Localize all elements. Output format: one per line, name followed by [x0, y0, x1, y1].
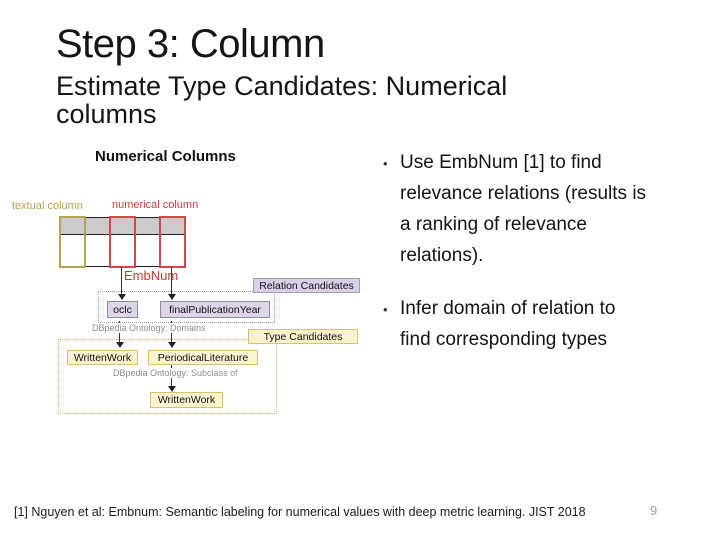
subclass-note: DBpedia Ontology: Subclass of [111, 368, 240, 378]
type-box-writtenwork: WrittenWork [67, 350, 138, 365]
arrow-down-icon [168, 342, 176, 348]
arrow-down-icon [168, 294, 176, 300]
arrow-down-icon [116, 342, 124, 348]
textual-column-highlight [59, 216, 86, 268]
arrow-down-icon [118, 294, 126, 300]
textual-column-label: textual column [12, 200, 83, 212]
bullet-text: Use EmbNum [1] to find relevance relatio… [400, 152, 647, 266]
numerical-column-label: numerical column [112, 199, 199, 211]
bullet-list: • Use EmbNum [1] to find relevance relat… [383, 147, 705, 355]
type-candidates-region [58, 339, 277, 414]
arrow-line [171, 267, 172, 295]
relation-box-oclc: oclc [107, 301, 138, 318]
page-title: Step 3: Column [56, 22, 325, 66]
diagram-heading: Numerical Columns [95, 148, 236, 165]
list-item: • Use EmbNum [1] to find relevance relat… [383, 147, 705, 271]
relation-box-finalpublicationyear: finalPublicationYear [160, 301, 270, 318]
domains-note: DBpedia Ontology: Domains [90, 323, 208, 333]
embnum-label: EmbNum [124, 268, 179, 283]
table-header-row [61, 218, 184, 235]
type-box-periodicalliterature: PeriodicalLiterature [148, 350, 258, 365]
list-item: • Infer domain of relation to find corre… [383, 293, 705, 355]
arrow-down-icon [168, 386, 176, 392]
page-number: 9 [650, 503, 658, 518]
bullet-icon: • [383, 156, 388, 171]
inferred-type-box-writtenwork: WrittenWork [150, 392, 223, 408]
numerical-column-highlight [109, 216, 136, 268]
type-candidates-tag: Type Candidates [248, 329, 358, 344]
relation-candidates-region [98, 291, 275, 323]
bullet-icon: • [383, 302, 388, 317]
relation-candidates-tag: Relation Candidates [253, 278, 360, 293]
page-subtitle: Estimate Type Candidates: Numerical colu… [56, 71, 508, 129]
bullet-text: Infer domain of relation to find corresp… [400, 298, 616, 350]
arrow-line [121, 267, 122, 295]
numerical-column-highlight [159, 216, 186, 268]
footnote-citation: [1] Nguyen et al: Embnum: Semantic label… [14, 505, 586, 519]
